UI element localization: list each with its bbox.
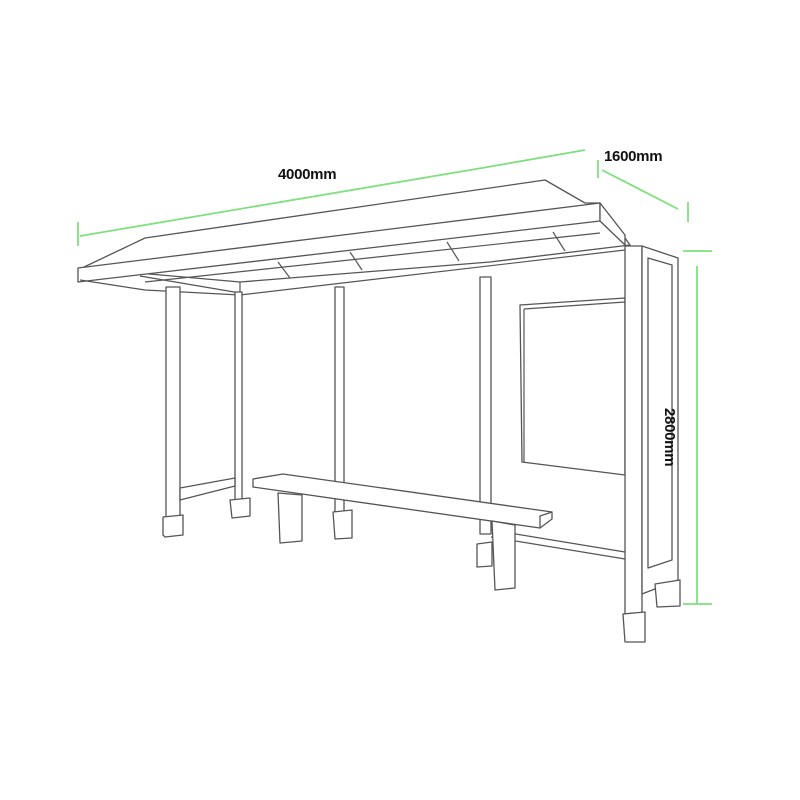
right-side-frame (622, 245, 681, 643)
height-dimension-label: 2800mm (661, 408, 678, 467)
bench (252, 473, 553, 591)
roof (77, 179, 631, 296)
post-back-left (229, 291, 251, 519)
depth-dimension-label: 1600mm (604, 148, 663, 165)
left-side-rail (179, 477, 236, 501)
dimension-lines (77, 149, 712, 605)
post-back-right (476, 276, 493, 568)
post-front-left (162, 286, 184, 538)
width-dimension-label: 4000mm (278, 166, 337, 183)
post-back-middle (332, 286, 353, 540)
advertising-panel (519, 297, 626, 476)
